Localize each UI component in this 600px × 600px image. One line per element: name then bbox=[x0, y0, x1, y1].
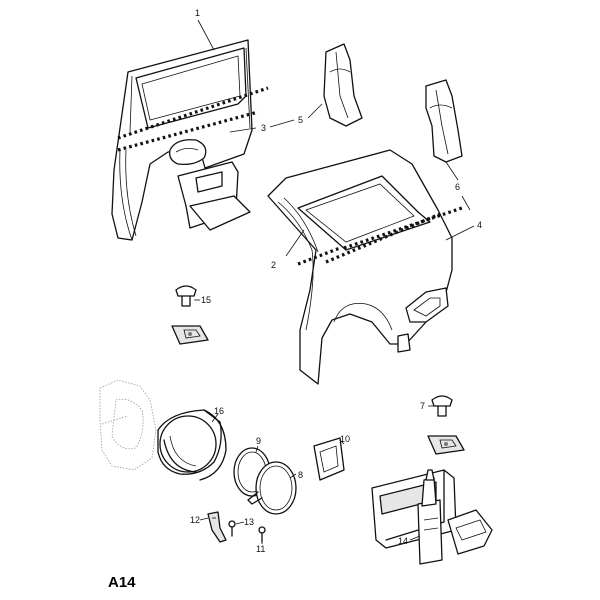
leader-6-4 bbox=[461, 195, 471, 211]
callout-15: 15 bbox=[201, 295, 211, 305]
inner-quarter-panel-part bbox=[111, 39, 253, 241]
body-context-outline bbox=[99, 379, 157, 471]
clip-15-part bbox=[171, 285, 209, 345]
clip-7-part bbox=[427, 395, 465, 455]
screw-13-part bbox=[228, 520, 236, 537]
leader-1 bbox=[197, 19, 215, 51]
callouts: 1 2 3 4 5 6 7 8 9 10 11 12 13 14 15 16 bbox=[190, 8, 482, 554]
leader-4 bbox=[445, 225, 475, 241]
callout-16: 16 bbox=[214, 406, 224, 416]
callout-10: 10 bbox=[340, 434, 350, 444]
callout-2: 2 bbox=[271, 260, 276, 270]
leader-5 bbox=[307, 103, 323, 119]
leader-3-5 bbox=[269, 119, 295, 128]
callout-11: 11 bbox=[256, 544, 265, 554]
leader-lines bbox=[194, 19, 475, 544]
filler-flap-8-part bbox=[247, 461, 297, 515]
screw-11-part bbox=[258, 526, 266, 543]
cut-line-2-lower bbox=[297, 246, 341, 266]
callout-5: 5 bbox=[298, 115, 303, 125]
leader-3 bbox=[229, 127, 257, 133]
callout-14: 14 bbox=[398, 536, 408, 546]
upper-pillar-section-6-part bbox=[425, 79, 463, 163]
adhesive-kit-14-part bbox=[371, 469, 493, 565]
gasket-10-part bbox=[313, 437, 345, 481]
callout-7: 7 bbox=[420, 401, 425, 411]
leader-8 bbox=[289, 473, 297, 479]
leader-6 bbox=[445, 161, 459, 181]
callout-8: 8 bbox=[298, 470, 303, 480]
leader-12 bbox=[199, 517, 209, 521]
outer-quarter-panel-part bbox=[267, 149, 453, 385]
leader-13 bbox=[235, 521, 245, 525]
leader-2 bbox=[285, 229, 305, 257]
callout-13: 13 bbox=[244, 517, 254, 527]
leader-16 bbox=[211, 413, 219, 423]
leader-14 bbox=[409, 535, 421, 541]
filler-housing-16-part bbox=[157, 409, 227, 481]
leader-9 bbox=[255, 445, 259, 453]
callout-6: 6 bbox=[455, 182, 460, 192]
leader-10 bbox=[339, 439, 345, 445]
figure-title: A14 bbox=[108, 574, 136, 591]
cut-line-3-lower bbox=[117, 110, 259, 152]
callout-9: 9 bbox=[256, 436, 261, 446]
callout-1: 1 bbox=[195, 8, 200, 18]
upper-pillar-section-5-part bbox=[323, 43, 363, 127]
callout-3: 3 bbox=[261, 123, 266, 133]
callout-4: 4 bbox=[477, 220, 482, 230]
bracket-12-part bbox=[207, 511, 227, 543]
callout-12: 12 bbox=[190, 515, 200, 525]
